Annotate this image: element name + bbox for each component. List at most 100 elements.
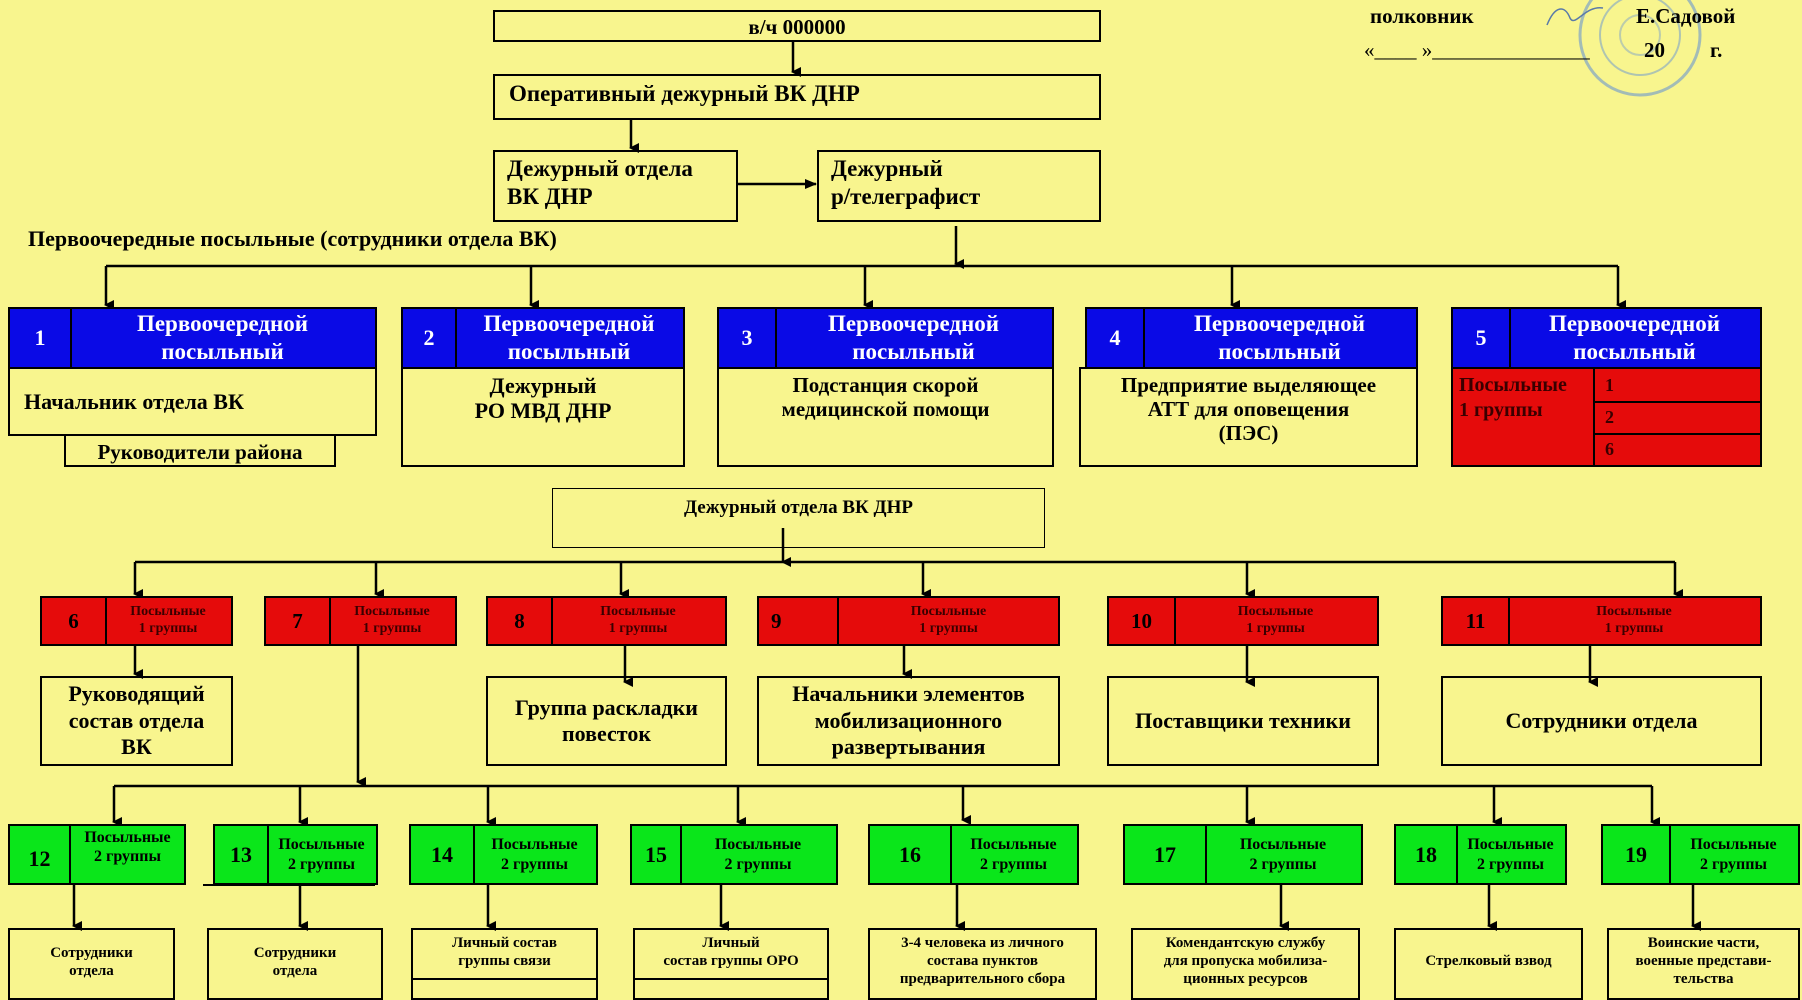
messenger-11-num: 11 <box>1443 598 1510 644</box>
messenger-17-num: 17 <box>1125 826 1207 883</box>
messenger-6-num: 6 <box>42 598 107 644</box>
priority-1-target: Начальник отдела ВК <box>24 389 244 414</box>
target-19-label: Воинские части,военные представи-тельств… <box>1635 935 1772 987</box>
messenger-9-num: 9 <box>759 598 839 644</box>
messenger-16-num: 16 <box>870 826 952 883</box>
rank-label: полковник <box>1370 4 1474 28</box>
target-11-label: Сотрудники отдела <box>1505 707 1698 733</box>
operative-duty-box: Оперативный дежурный ВК ДНР <box>493 74 1101 120</box>
priority-5-sub-1: 1 <box>1605 375 1614 395</box>
target-19: Воинские части,военные представи-тельств… <box>1607 928 1800 1000</box>
priority-1-extra: Руководители района <box>64 434 336 467</box>
messenger-15-num: 15 <box>632 826 682 883</box>
messenger-10-num: 10 <box>1109 598 1176 644</box>
messenger-13-num: 13 <box>215 826 269 883</box>
target-18: Стрелковый взвод <box>1394 928 1583 1000</box>
priority-2-num: 2 <box>403 309 457 367</box>
priority-3-num: 3 <box>719 309 777 367</box>
dept-duty-box: Дежурный отдела ВК ДНР <box>493 150 738 222</box>
priority-caption: Первоочередные посыльные (сотрудники отд… <box>28 226 557 251</box>
messenger-8-num: 8 <box>488 598 553 644</box>
messenger-14-num: 14 <box>411 826 475 883</box>
messenger-18-num: 18 <box>1396 826 1458 883</box>
date-year: 20 <box>1644 38 1665 62</box>
middle-dept-duty-box: Дежурный отдела ВК ДНР <box>552 488 1045 548</box>
target-11: Сотрудники отдела <box>1441 676 1762 766</box>
target-18-label: Стрелковый взвод <box>1425 953 1552 969</box>
target-10: Поставщики техники <box>1107 676 1379 766</box>
telegraph-box: Дежурный р/телеграфист <box>817 150 1101 222</box>
operative-duty-label: Оперативный дежурный ВК ДНР <box>509 81 860 106</box>
messenger-19-num: 19 <box>1603 826 1671 883</box>
signature <box>1546 7 1604 26</box>
messenger-7-num: 7 <box>266 598 331 644</box>
stamp-seal <box>1578 0 1702 97</box>
approver-name: Е.Садовой <box>1636 4 1736 28</box>
telegraph-line1: Дежурный <box>831 156 943 181</box>
date-suffix: г. <box>1710 38 1723 62</box>
priority-5-sub-2: 2 <box>1605 407 1614 427</box>
priority-5-num: 5 <box>1453 309 1511 367</box>
date-line: «____ »_______________ <box>1364 38 1590 62</box>
dept-duty-line2: ВК ДНР <box>507 184 593 209</box>
priority-1-extra-label: Руководители района <box>97 440 303 464</box>
